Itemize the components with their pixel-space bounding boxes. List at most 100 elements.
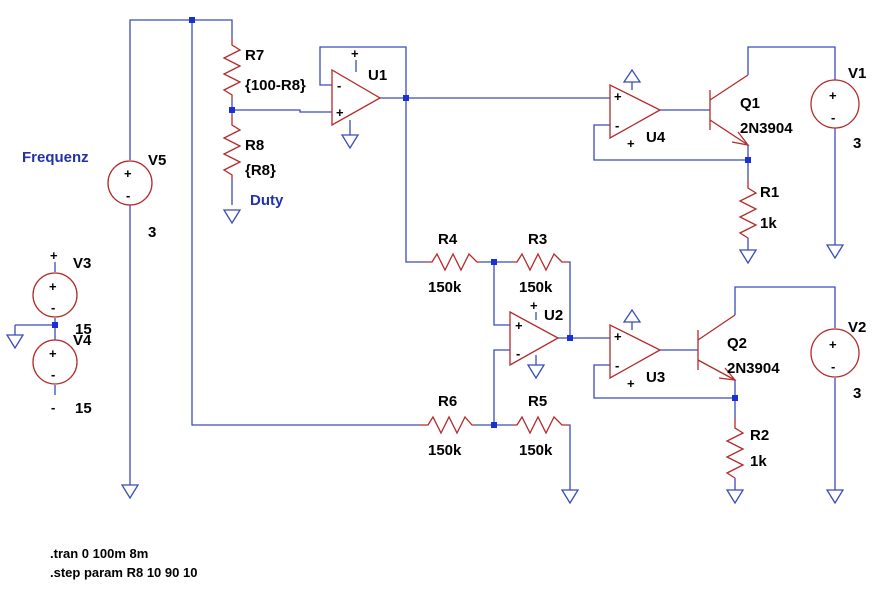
label-r8-name: R8 [245, 137, 264, 154]
label-u4: U4 [646, 129, 666, 146]
ground-r1 [738, 249, 758, 265]
svg-text:+: + [515, 318, 523, 333]
label-r5-name: R5 [528, 393, 547, 410]
label-q2-name: Q2 [727, 335, 747, 352]
transistor-q1 [709, 74, 750, 146]
label-r1-name: R1 [760, 184, 779, 201]
ground-r5 [560, 489, 580, 505]
resistor-r2 [725, 418, 745, 479]
label-r3-value: 150k [519, 279, 553, 296]
svg-text:-: - [831, 359, 835, 374]
svg-text:+: + [49, 346, 57, 361]
label-q1-model: 2N3904 [740, 120, 793, 137]
ground-v3v4 [5, 334, 25, 350]
u1-supply-plus: + [351, 46, 359, 61]
spice-directives: .tran 0 100m 8m .step param R8 10 90 10 [50, 546, 197, 580]
label-r7-name: R7 [245, 47, 264, 64]
opamp-u4 [609, 83, 662, 140]
label-v5-name: V5 [148, 152, 166, 169]
svg-text:+: + [829, 337, 837, 352]
label-v5-value: 3 [148, 224, 156, 241]
supply-u4 [622, 68, 642, 83]
label-v4-name: V4 [73, 332, 92, 349]
svg-text:-: - [51, 367, 55, 382]
label-u1: U1 [368, 67, 387, 84]
opamp-u1 [331, 68, 382, 127]
voltage-sources: + - + - + - + - + - [32, 79, 860, 385]
resistor-r8 [222, 115, 242, 180]
ground-r8 [222, 209, 242, 225]
label-r3-name: R3 [528, 231, 547, 248]
label-r2-value: 1k [750, 453, 767, 470]
v3-top-plus: + [50, 248, 58, 263]
ground-r2 [725, 489, 745, 505]
u4-supply-plus: + [627, 136, 635, 151]
svg-text:-: - [51, 300, 55, 315]
directive-step: .step param R8 10 90 10 [50, 565, 197, 580]
svg-text:+: + [336, 105, 344, 120]
label-q1-name: Q1 [740, 95, 760, 112]
label-r2-name: R2 [750, 427, 769, 444]
label-v2-value: 3 [853, 385, 861, 402]
u3-supply-plus: + [627, 376, 635, 391]
svg-text:+: + [614, 89, 622, 104]
voltage-source-v3 [32, 272, 78, 318]
voltage-source-v4 [32, 339, 78, 385]
resistor-r3 [512, 252, 568, 272]
ground-symbols [5, 60, 845, 505]
svg-text:-: - [831, 110, 835, 125]
u2-supply-plus: + [530, 298, 538, 313]
label-r6-name: R6 [438, 393, 457, 410]
svg-text:-: - [126, 188, 130, 203]
resistor-r6 [420, 415, 475, 435]
ground-v5 [120, 484, 140, 500]
opamp-u3 [609, 323, 662, 380]
net-label-frequenz: Frequenz [22, 149, 89, 166]
label-v1-value: 3 [853, 135, 861, 152]
label-r4-value: 150k [428, 279, 462, 296]
net-label-duty: Duty [250, 192, 284, 209]
svg-text:+: + [829, 88, 837, 103]
supply-u3 [622, 308, 642, 323]
voltage-source-v2 [810, 328, 860, 378]
label-r5-value: 150k [519, 442, 553, 459]
v4-bottom-minus: - [51, 400, 55, 415]
label-v3-name: V3 [73, 255, 91, 272]
resistor-r1 [738, 180, 758, 239]
svg-text:-: - [516, 346, 520, 361]
label-v3-value: 15 [75, 321, 92, 338]
resistor-r5 [512, 415, 568, 435]
svg-text:-: - [337, 78, 341, 93]
wires [15, 19, 836, 490]
directive-tran: .tran 0 100m 8m [50, 546, 148, 561]
svg-text:-: - [615, 358, 619, 373]
label-q2-model: 2N3904 [727, 360, 780, 377]
opamp-u2 [509, 310, 560, 367]
label-r8-value: {R8} [245, 162, 276, 179]
label-r6-value: 150k [428, 442, 462, 459]
op-amps: - + + - + - + - [331, 68, 662, 380]
ground-v1 [825, 244, 845, 260]
transistor-q2 [697, 314, 737, 381]
ground-u2 [526, 364, 546, 380]
label-v1-name: V1 [848, 65, 866, 82]
label-v4-value: 15 [75, 400, 92, 417]
ground-u1 [340, 134, 360, 150]
svg-text:+: + [614, 329, 622, 344]
junction-dots [52, 17, 751, 428]
label-r7-value: {100-R8} [245, 77, 306, 94]
resistor-r7 [222, 38, 242, 98]
label-u2: U2 [544, 307, 563, 324]
voltage-source-v5 [107, 160, 153, 206]
component-labels: Frequenz Duty R7 {100-R8} R8 {R8} V5 3 U… [22, 46, 866, 470]
label-v2-name: V2 [848, 319, 866, 336]
svg-text:-: - [615, 118, 619, 133]
svg-text:+: + [49, 279, 57, 294]
label-u3: U3 [646, 369, 665, 386]
label-r4-name: R4 [438, 231, 458, 248]
voltage-source-v1 [810, 79, 860, 129]
transistors [697, 74, 750, 381]
resistor-r4 [425, 252, 480, 272]
label-r1-value: 1k [760, 215, 777, 232]
